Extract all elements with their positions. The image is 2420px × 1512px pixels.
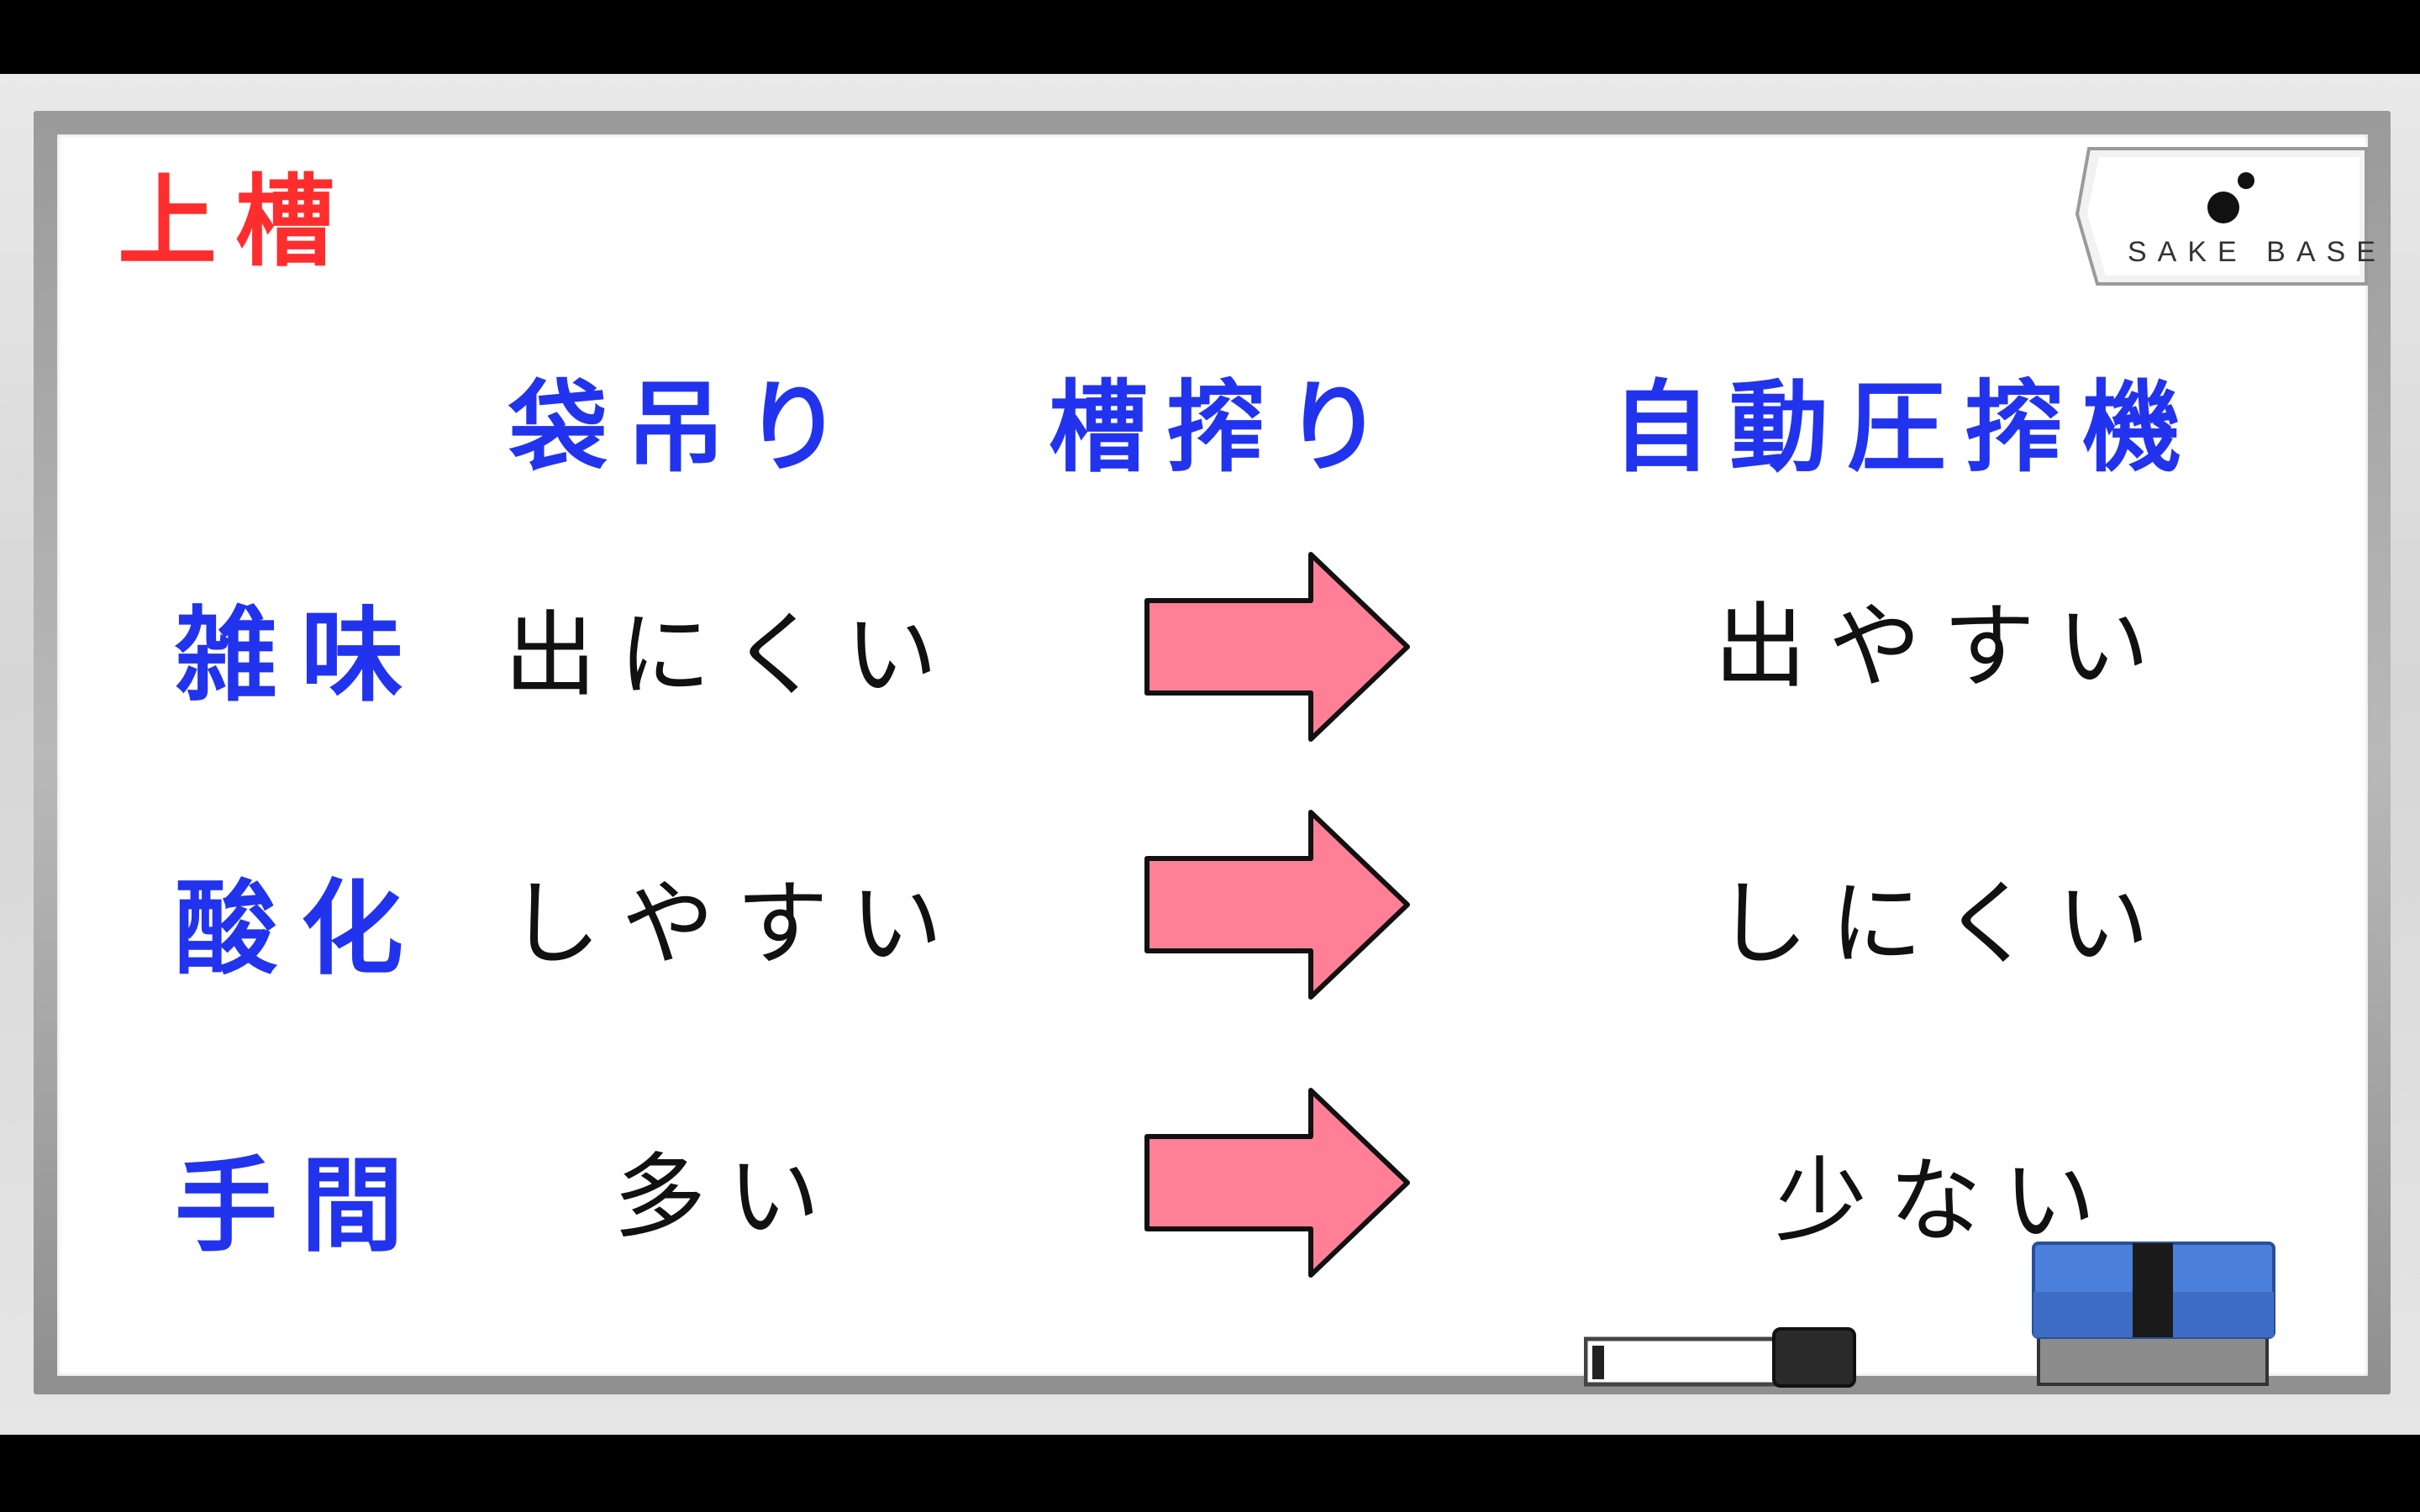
right-arrow-icon bbox=[1144, 1088, 1410, 1278]
row-value-sanka-left: しやすい bbox=[508, 870, 965, 978]
row-label-tema: 手間 bbox=[175, 1147, 427, 1266]
row-value-sanka-right: しにくい bbox=[1716, 870, 2171, 978]
page-title: 上槽 bbox=[118, 164, 354, 280]
row-label-zatsumi: 雑味 bbox=[175, 596, 427, 716]
row-value-tema-left: 多い bbox=[613, 1143, 842, 1251]
column-header-automatic-press: 自動圧搾機 bbox=[1612, 370, 2201, 486]
sake-base-logo-icon bbox=[2075, 147, 2368, 286]
row-value-zatsumi-left: 出にくい bbox=[504, 601, 960, 709]
whiteboard-marker-icon bbox=[1584, 1327, 1856, 1388]
column-header-fukurozuri: 袋吊り bbox=[508, 370, 862, 486]
right-arrow-icon bbox=[1144, 552, 1410, 742]
whiteboard-eraser-icon bbox=[2032, 1242, 2275, 1386]
right-arrow-icon bbox=[1144, 810, 1410, 1000]
row-value-zatsumi-right: 出やすい bbox=[1714, 593, 2171, 701]
row-value-tema-right: 少ない bbox=[1775, 1147, 2118, 1255]
row-label-sanka: 酸化 bbox=[175, 869, 427, 989]
column-header-funeshibori: 槽搾り bbox=[1049, 370, 1402, 486]
logo-text: SAKE BASE bbox=[2128, 236, 2386, 268]
